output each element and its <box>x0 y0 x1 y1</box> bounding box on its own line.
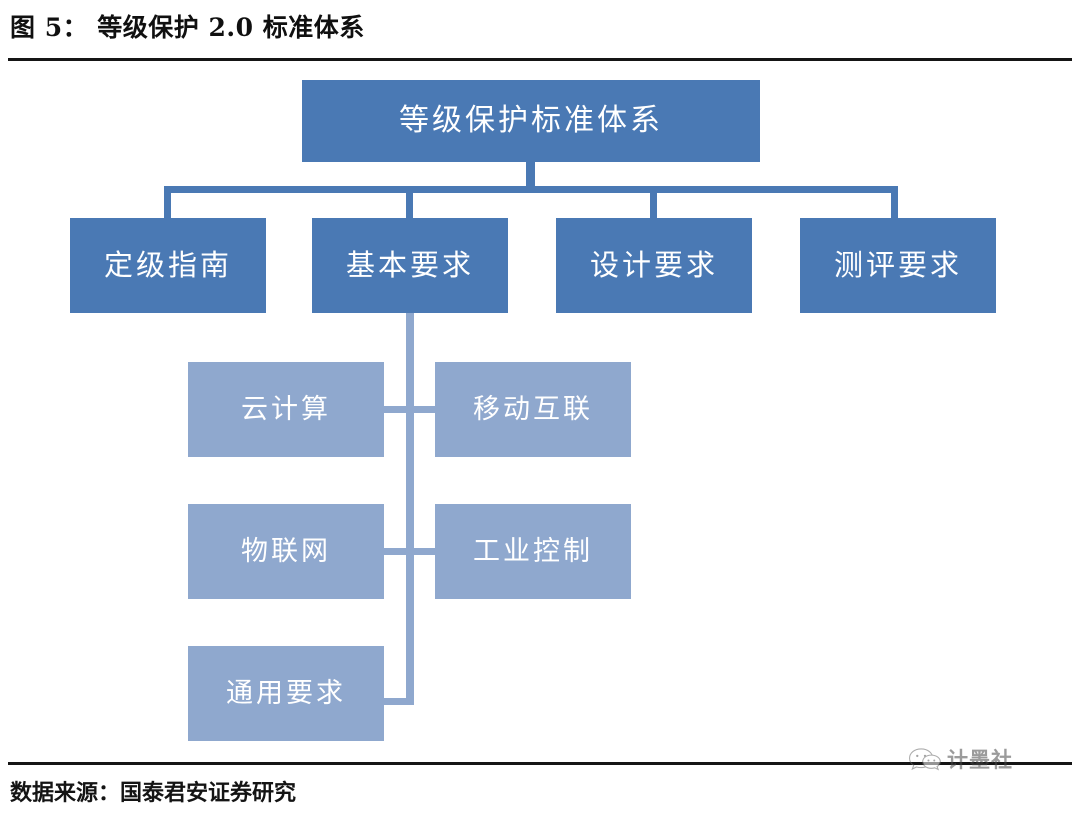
source-divider-rule <box>8 762 1072 765</box>
wechat-bubble-icon <box>909 748 941 771</box>
connector-branch-row2-right <box>414 548 436 555</box>
node-level3-general-requirements[interactable]: 通用要求 <box>188 646 384 741</box>
node-level2-evaluation-requirements[interactable]: 测评要求 <box>800 218 996 313</box>
title-divider-rule <box>8 58 1072 61</box>
figure-source-note: 数据来源：国泰君安证券研究 <box>10 780 297 806</box>
connector-branch-row1-right <box>414 406 436 413</box>
connector-root-stub <box>526 162 535 190</box>
node-level3-industrial-control[interactable]: 工业控制 <box>435 504 631 599</box>
node-root-standard-system[interactable]: 等级保护标准体系 <box>302 80 760 162</box>
watermark: 计墨社 <box>908 744 1013 774</box>
connector-drop-ceping <box>891 186 898 218</box>
node-level2-grading-guide[interactable]: 定级指南 <box>70 218 266 313</box>
connector-branch-row2-left <box>383 548 407 555</box>
node-level3-internet-of-things[interactable]: 物联网 <box>188 504 384 599</box>
node-level2-basic-requirements[interactable]: 基本要求 <box>312 218 508 313</box>
connector-branch-row1-left <box>383 406 407 413</box>
watermark-text: 计墨社 <box>947 747 1013 772</box>
figure-title: 图 5： 等级保护 2.0 标准体系 <box>10 13 365 42</box>
connector-drop-dingji <box>164 186 171 218</box>
node-level2-design-requirements[interactable]: 设计要求 <box>556 218 752 313</box>
connector-drop-sheji <box>650 186 657 218</box>
node-level3-mobile-internet[interactable]: 移动互联 <box>435 362 631 457</box>
connector-trunk-vertical <box>406 313 414 705</box>
node-level3-cloud-computing[interactable]: 云计算 <box>188 362 384 457</box>
connector-elbow-row3-left <box>383 698 414 705</box>
connector-horizontal-bus <box>164 186 898 193</box>
connector-drop-jiben <box>406 186 413 218</box>
